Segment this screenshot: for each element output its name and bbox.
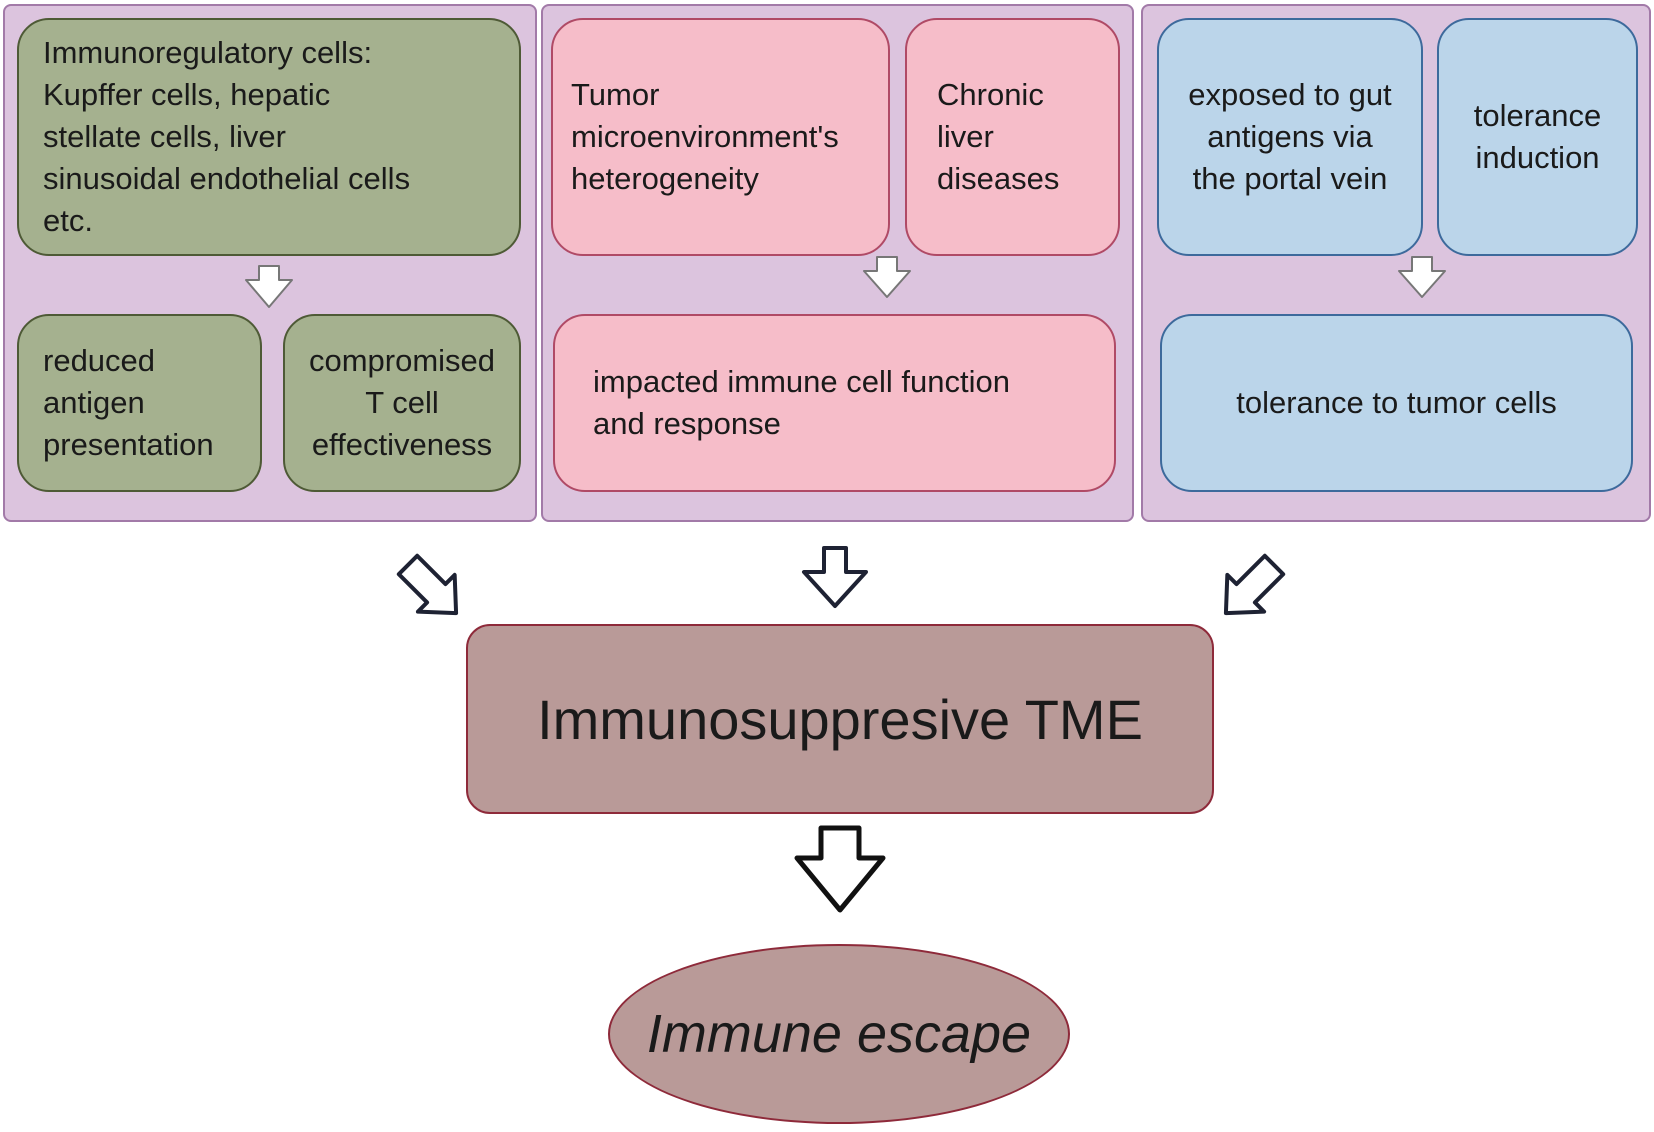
chronic-liver-diseases-text: Chronic liver diseases (937, 77, 1060, 196)
tolerance-induction-box: tolerance induction (1437, 18, 1638, 256)
immune-escape-text: Immune escape (646, 1004, 1032, 1064)
gut-antigens-text: exposed to gut antigens via the portal v… (1188, 77, 1392, 196)
compromised-t-cell-text: compromised T cell effectiveness (308, 343, 496, 462)
reduced-antigen-presentation-text: reduced antigen presentation (43, 343, 214, 462)
immunoregulatory-cells-box: Immunoregulatory cells: Kupffer cells, h… (17, 18, 521, 256)
impacted-immune-function-text: impacted immune cell function and respon… (593, 364, 1010, 441)
tolerance-tumor-cells-box: tolerance to tumor cells (1160, 314, 1633, 492)
gut-antigens-box: exposed to gut antigens via the portal v… (1157, 18, 1423, 256)
impacted-immune-function-box: impacted immune cell function and respon… (553, 314, 1116, 492)
immunoregulatory-cells-text: Immunoregulatory cells: Kupffer cells, h… (43, 35, 411, 238)
reduced-antigen-presentation-box: reduced antigen presentation (17, 314, 262, 492)
tolerance-tumor-cells-text: tolerance to tumor cells (1236, 385, 1557, 420)
tolerance-induction-text: tolerance induction (1473, 98, 1602, 175)
immunosuppressive-tme-text: Immunosuppresive TME (537, 687, 1143, 751)
arrow-diagonal-left (396, 553, 459, 616)
arrow-down-large (794, 825, 886, 913)
compromised-t-cell-box: compromised T cell effectiveness (283, 314, 521, 492)
arrow-diagonal-right (1223, 553, 1286, 616)
tumor-heterogeneity-box: Tumor microenvironment's heterogeneity (551, 18, 890, 256)
tumor-heterogeneity-text: Tumor microenvironment's heterogeneity (571, 77, 839, 196)
chronic-liver-diseases-box: Chronic liver diseases (905, 18, 1120, 256)
arrow-down-middle (802, 546, 868, 608)
immune-escape-ellipse: Immune escape (608, 944, 1070, 1124)
immunosuppressive-tme-box: Immunosuppresive TME (466, 624, 1214, 814)
